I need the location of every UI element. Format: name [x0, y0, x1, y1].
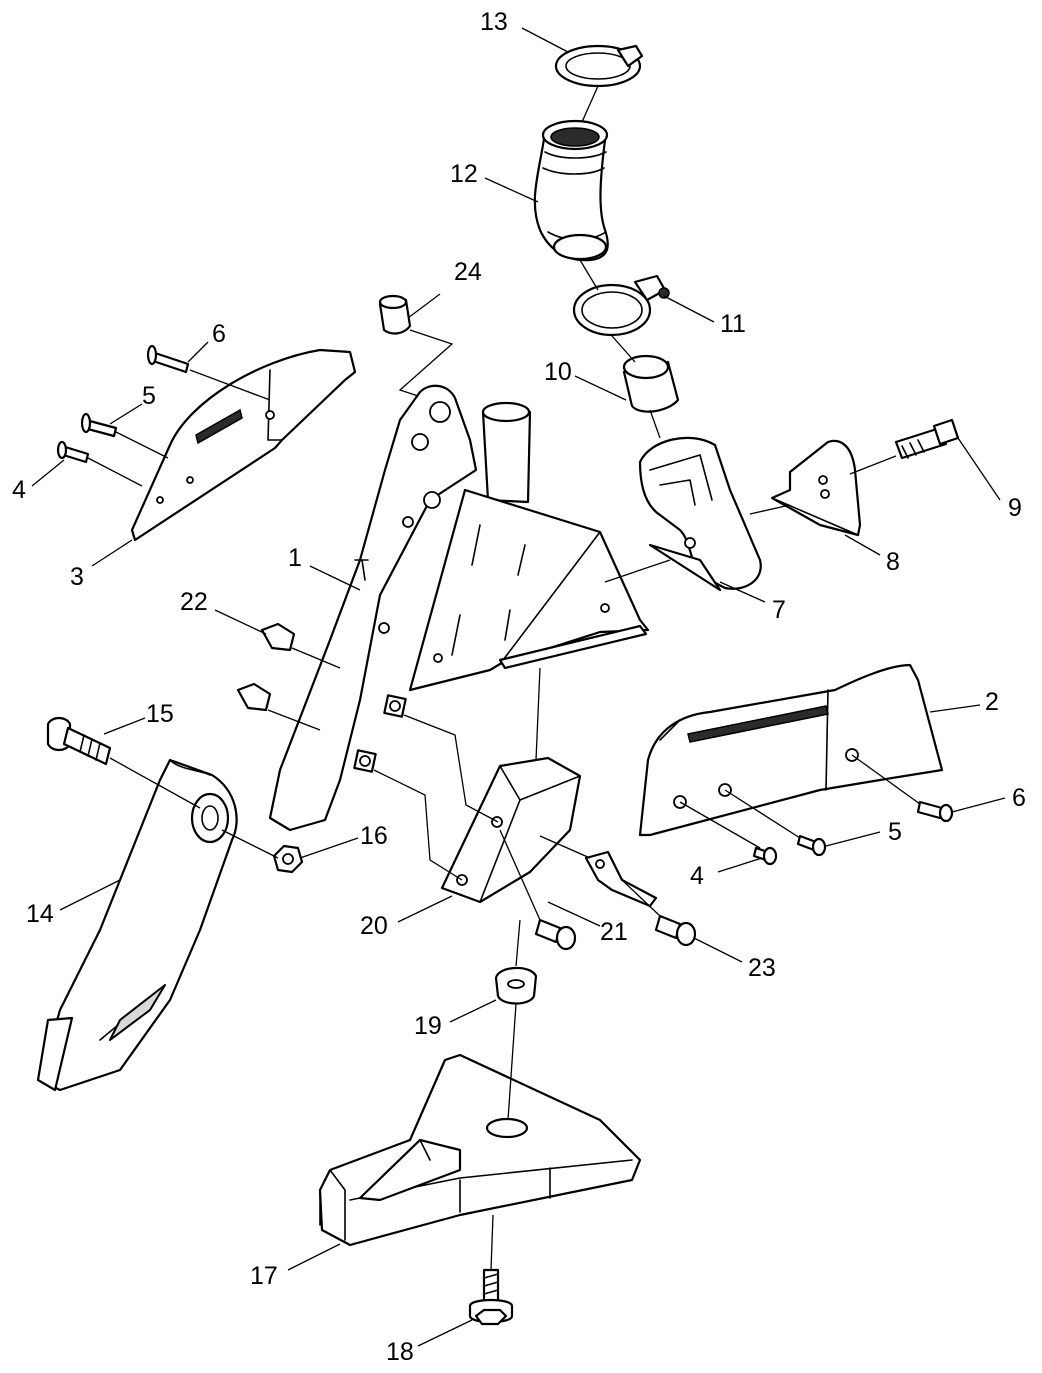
callout-leaders — [31, 27, 1006, 1347]
part-3-left-shield — [130, 348, 357, 542]
part-17-base — [318, 1053, 642, 1247]
part-4-screw-right — [752, 846, 778, 866]
part-16-nut — [272, 844, 304, 874]
part-8-mount-plate — [770, 439, 862, 537]
callout-15: 15 — [146, 700, 174, 728]
callout-2: 2 — [985, 688, 999, 716]
callout-18: 18 — [386, 1338, 414, 1366]
part-7-hose-bracket — [638, 436, 762, 592]
callout-6a: 6 — [212, 320, 226, 348]
part-6-screw-right — [916, 800, 954, 823]
part-11-hose-clamp — [572, 274, 670, 337]
part-12-elbow-hose — [533, 119, 609, 262]
callout-5a: 5 — [142, 382, 156, 410]
part-5-pin-left — [80, 412, 118, 438]
callout-21: 21 — [600, 918, 628, 946]
part-1-main-frame — [268, 384, 650, 832]
assembly-lines — [87, 85, 921, 1271]
part-13-hose-clamp — [554, 44, 644, 88]
part-6-pin-left — [146, 344, 190, 374]
part-19-washer — [494, 966, 538, 1005]
callout-19: 19 — [414, 1012, 442, 1040]
part-14-arm — [36, 758, 238, 1092]
part-10-sleeve — [622, 354, 680, 413]
part-20-scraper — [440, 756, 582, 904]
callout-3: 3 — [70, 563, 84, 591]
part-15-bolt — [46, 716, 112, 766]
callout-12: 12 — [450, 160, 478, 188]
callout-9: 9 — [1008, 494, 1022, 522]
callout-22: 22 — [180, 588, 208, 616]
part-5-screw-right — [796, 834, 827, 857]
callout-4a: 4 — [12, 476, 26, 504]
part-21-clip — [584, 850, 658, 908]
callout-13: 13 — [480, 8, 508, 36]
callout-1: 1 — [288, 544, 302, 572]
callout-4b: 4 — [690, 862, 704, 890]
part-22-spacers — [236, 622, 296, 712]
callout-8: 8 — [886, 548, 900, 576]
callout-16: 16 — [360, 822, 388, 850]
part-23-screw — [654, 914, 697, 947]
callout-10: 10 — [544, 358, 572, 386]
callout-7: 7 — [772, 596, 786, 624]
callout-6b: 6 — [1012, 784, 1026, 812]
callout-5b: 5 — [888, 818, 902, 846]
part-21-screw — [534, 918, 577, 951]
part-24-bushing — [378, 294, 412, 335]
callout-20: 20 — [360, 912, 388, 940]
part-18-bolt — [468, 1268, 514, 1326]
part-4-pin-left — [56, 440, 90, 464]
part-9-bolt — [894, 418, 960, 460]
callout-17: 17 — [250, 1262, 278, 1290]
callout-14: 14 — [26, 900, 54, 928]
callout-23: 23 — [748, 954, 776, 982]
callout-labels: 13 12 11 10 24 6 5 4 3 9 8 7 1 22 2 15 6… — [12, 8, 1026, 1366]
callout-11: 11 — [720, 310, 746, 338]
callout-24: 24 — [454, 258, 482, 286]
part-2-right-shield — [638, 663, 944, 837]
